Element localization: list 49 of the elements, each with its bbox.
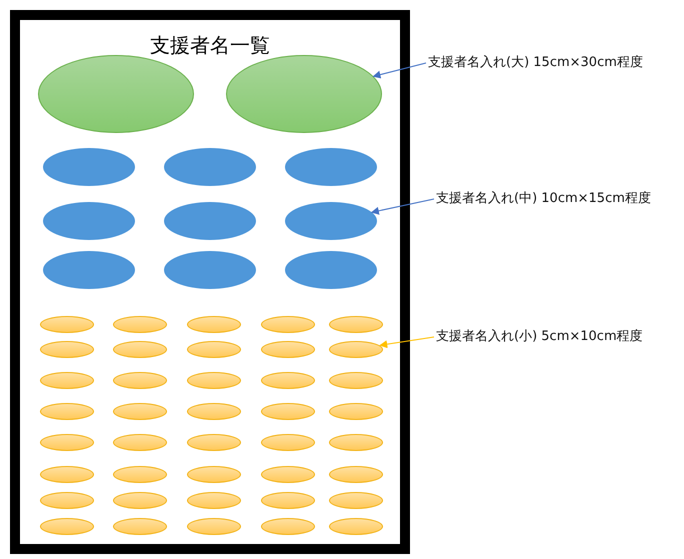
name-plate-ellipse: [187, 402, 241, 420]
name-plate-ellipse: [329, 434, 383, 450]
name-plate-ellipse: [261, 518, 315, 534]
name-plate-ellipse: [113, 466, 167, 482]
name-plate-ellipse: [329, 316, 383, 332]
name-plate-ellipse: [187, 466, 241, 482]
name-plate-ellipse: [187, 372, 241, 388]
name-plate-ellipse: [113, 518, 167, 534]
name-plate-ellipse: [261, 340, 315, 358]
name-plate-ellipse: [187, 316, 241, 332]
board-title: 支援者名一覧: [149, 32, 271, 59]
name-plate-ellipse: [261, 492, 315, 508]
size-note: 支援者名入れ(小) 5cm×10cm程度: [436, 327, 682, 347]
name-plate-ellipse: [261, 316, 315, 332]
name-plate-ellipse: [113, 340, 167, 358]
leader-arrow: [379, 336, 434, 348]
name-plate-ellipse: [40, 518, 94, 534]
name-plate-ellipse: [113, 492, 167, 508]
name-plate-ellipse: [40, 340, 94, 358]
name-plate-ellipse: [40, 466, 94, 482]
name-plate-ellipse: [113, 402, 167, 420]
name-plate-ellipse: [187, 434, 241, 450]
size-note: 支援者名入れ(中) 10cm×15cm程度: [436, 189, 682, 209]
name-plate-ellipse: [329, 340, 383, 358]
name-plate-ellipse: [329, 372, 383, 388]
name-plate-ellipse: [113, 372, 167, 388]
name-plate-ellipse: [329, 492, 383, 508]
leader-arrow: [372, 62, 426, 78]
name-plate-ellipse: [261, 402, 315, 420]
name-plate-ellipse: [40, 372, 94, 388]
name-plate-ellipse: [40, 316, 94, 332]
name-plate-ellipse: [113, 316, 167, 332]
leader-arrow: [370, 198, 434, 215]
board-frame: [10, 10, 410, 554]
name-plate-ellipse: [40, 402, 94, 420]
name-plate-ellipse: [329, 518, 383, 534]
name-plate-ellipse: [187, 492, 241, 508]
name-plate-ellipse: [329, 466, 383, 482]
name-plate-ellipse: [187, 340, 241, 358]
name-plate-ellipse: [261, 372, 315, 388]
name-plate-ellipse: [113, 434, 167, 450]
name-plate-ellipse: [261, 434, 315, 450]
name-plate-ellipse: [40, 434, 94, 450]
name-plate-ellipse: [261, 466, 315, 482]
name-plate-ellipse: [187, 518, 241, 534]
name-plate-ellipse: [329, 402, 383, 420]
size-note: 支援者名入れ(大) 15cm×30cm程度: [428, 53, 674, 73]
name-plate-ellipse: [285, 202, 377, 240]
name-plate-ellipse: [40, 492, 94, 508]
